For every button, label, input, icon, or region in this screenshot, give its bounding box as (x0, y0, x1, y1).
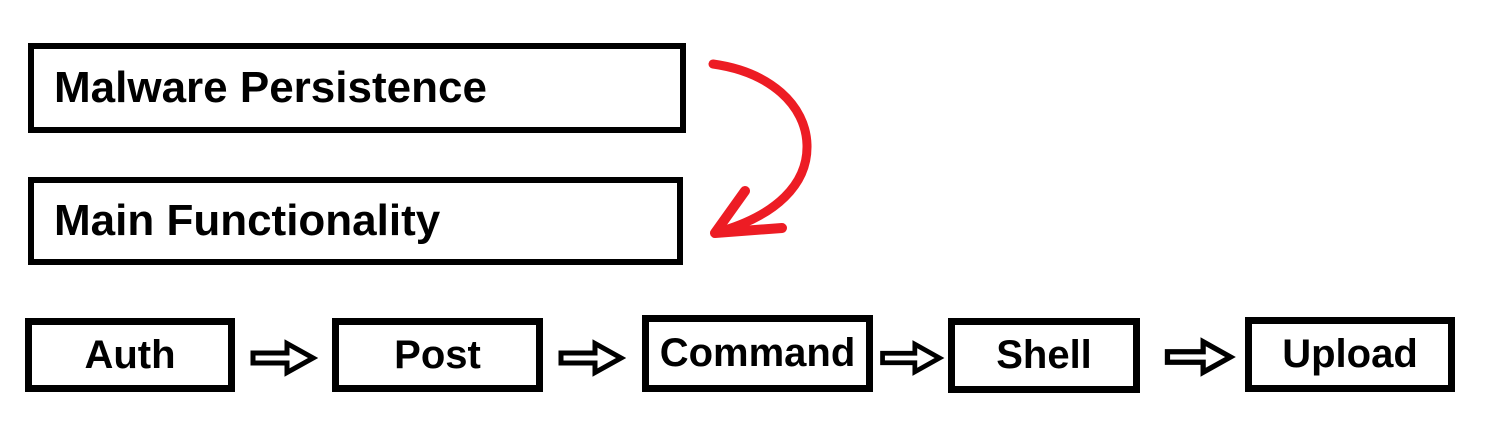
flow-box-upload-label: Upload (1282, 332, 1418, 376)
box-main-functionality-label: Main Functionality (54, 196, 441, 245)
flow-box-auth-label: Auth (84, 332, 176, 377)
right-block-arrow-icon (1164, 337, 1236, 377)
flow-box-command: Command (642, 315, 873, 392)
flow-box-post-label: Post (394, 332, 481, 377)
flow-box-upload: Upload (1245, 317, 1455, 392)
flow-box-shell: Shell (948, 318, 1140, 393)
box-main-functionality: Main Functionality (28, 177, 683, 265)
flow-box-shell-label: Shell (996, 333, 1092, 377)
flow-box-post: Post (332, 318, 543, 392)
right-block-arrow-icon (558, 339, 626, 377)
right-block-arrow-icon (880, 340, 945, 376)
red-curved-arrow-icon (708, 59, 812, 238)
right-block-arrow-icon (250, 339, 318, 377)
flow-box-command-label: Command (659, 331, 856, 375)
box-malware-persistence: Malware Persistence (28, 43, 686, 133)
flow-box-auth: Auth (25, 318, 235, 392)
box-malware-persistence-label: Malware Persistence (54, 63, 487, 112)
